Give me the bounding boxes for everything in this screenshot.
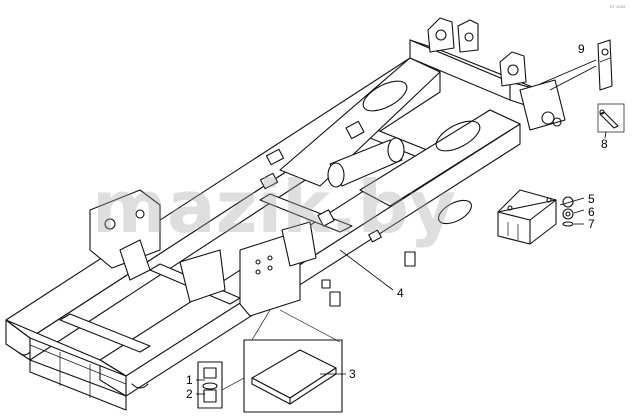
callout-7: 7 [588, 217, 595, 231]
callout-6: 6 [588, 205, 595, 219]
callout-leaders [196, 131, 607, 395]
callout-9: 9 [578, 42, 585, 56]
clip-and-pin [539, 39, 625, 133]
callout-4: 4 [397, 286, 404, 300]
mount-block-assembly [497, 189, 574, 245]
main-frame [5, 17, 566, 411]
watermark-text: mazik.by [92, 165, 456, 249]
corner-mark: ET 1004 [610, 4, 626, 9]
callout-3: 3 [349, 367, 356, 381]
callout-5: 5 [588, 192, 595, 206]
callout-2: 2 [186, 387, 193, 401]
callout-1: 1 [186, 373, 193, 387]
pad-plate-assembly [243, 309, 343, 413]
bolt-washer-stack [197, 361, 245, 409]
callout-8: 8 [601, 137, 608, 151]
